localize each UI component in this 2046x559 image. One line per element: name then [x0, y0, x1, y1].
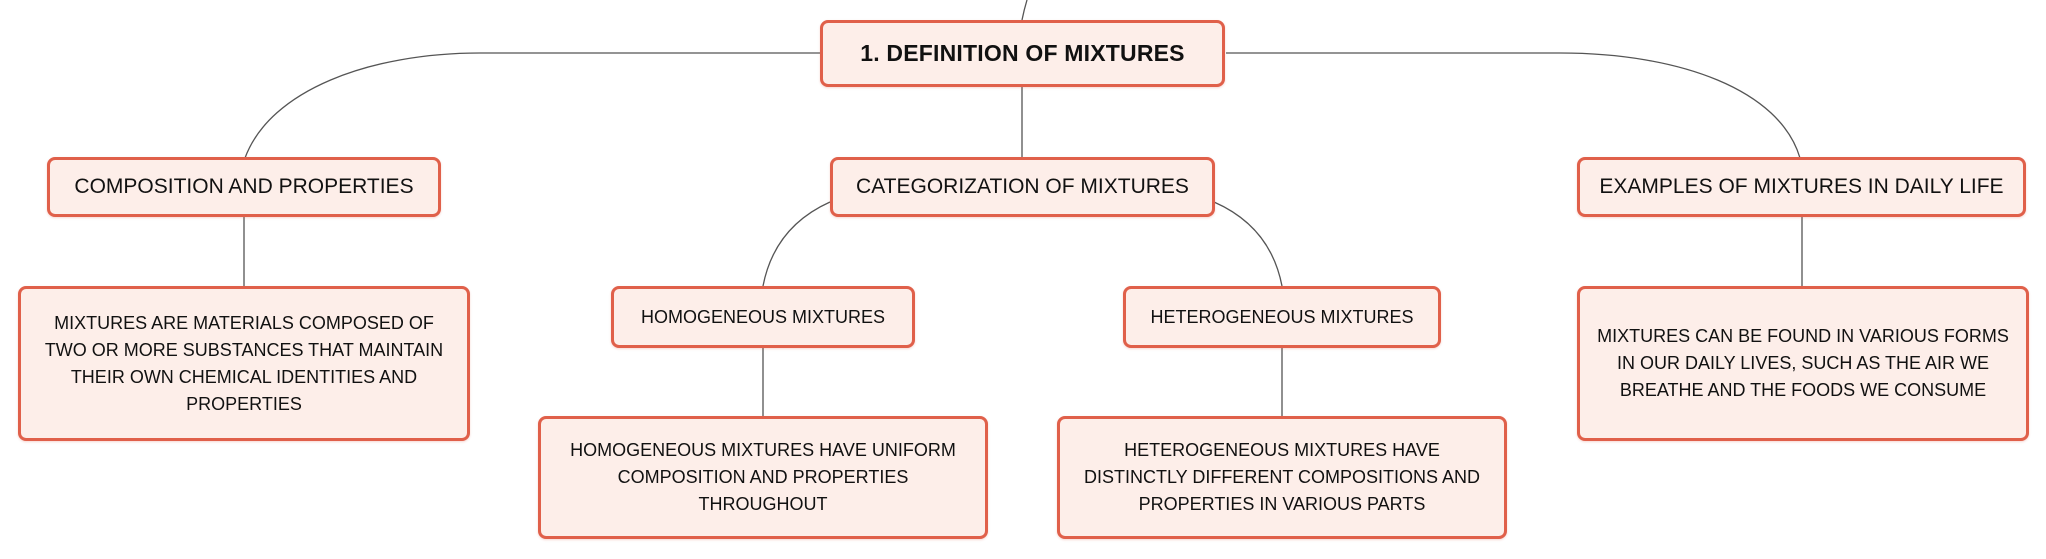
examples-node[interactable]: EXAMPLES OF MIXTURES IN DAILY LIFE — [1577, 157, 2026, 217]
root-node[interactable]: 1. DEFINITION OF MIXTURES — [820, 20, 1225, 87]
connector-categorization-homogeneous — [762, 201, 831, 287]
homogeneous-detail-node[interactable]: HOMOGENEOUS MIXTURES HAVE UNIFORM COMPOS… — [538, 416, 988, 539]
homogeneous-detail-text: HOMOGENEOUS MIXTURES HAVE UNIFORM COMPOS… — [570, 440, 956, 514]
homogeneous-node[interactable]: HOMOGENEOUS MIXTURES — [611, 286, 915, 348]
heterogeneous-node[interactable]: HETEROGENEOUS MIXTURES — [1123, 286, 1441, 348]
composition-detail-text: MIXTURES ARE MATERIALS COMPOSED OF TWO O… — [44, 312, 444, 414]
connector-categorization-heterogeneous — [1213, 201, 1283, 287]
homogeneous-label: HOMOGENEOUS MIXTURES — [640, 306, 886, 327]
composition-node[interactable]: COMPOSITION AND PROPERTIES — [47, 157, 441, 217]
heterogeneous-label: HETEROGENEOUS MIXTURES — [1150, 306, 1414, 327]
examples-label: EXAMPLES OF MIXTURES IN DAILY LIFE — [1599, 175, 2004, 198]
connector-incoming — [1021, 0, 1028, 21]
categorization-node[interactable]: CATEGORIZATION OF MIXTURES — [830, 157, 1215, 217]
composition-label: COMPOSITION AND PROPERTIES — [74, 175, 414, 198]
heterogeneous-detail-node[interactable]: HETEROGENEOUS MIXTURES HAVE DISTINCTLY D… — [1057, 416, 1507, 539]
connector-root-composition — [244, 52, 820, 159]
root-label: 1. DEFINITION OF MIXTURES — [860, 40, 1185, 66]
connector-root-examples — [1226, 52, 1801, 159]
categorization-label: CATEGORIZATION OF MIXTURES — [856, 175, 1189, 198]
examples-detail-node[interactable]: MIXTURES CAN BE FOUND IN VARIOUS FORMS I… — [1577, 286, 2029, 441]
heterogeneous-detail-text: HETEROGENEOUS MIXTURES HAVE DISTINCTLY D… — [1083, 440, 1481, 514]
examples-detail-text: MIXTURES CAN BE FOUND IN VARIOUS FORMS I… — [1597, 326, 2009, 400]
composition-detail-node[interactable]: MIXTURES ARE MATERIALS COMPOSED OF TWO O… — [18, 286, 470, 441]
